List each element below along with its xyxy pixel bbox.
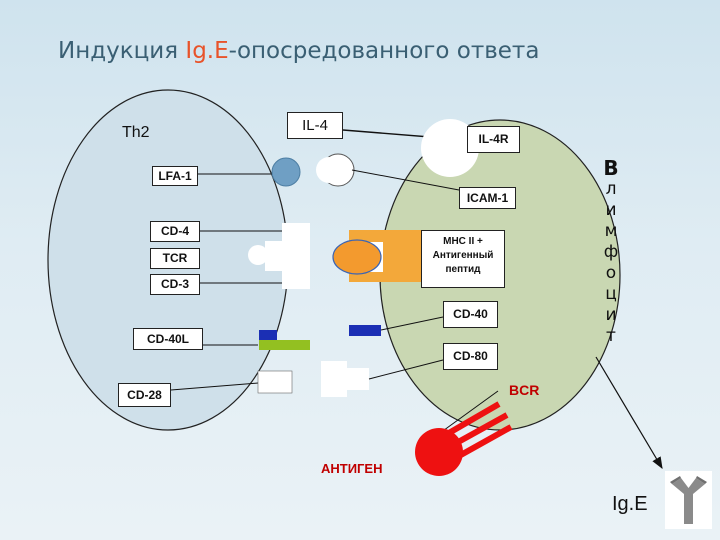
vertical-letter: м — [596, 221, 626, 242]
vertical-letter: ц — [596, 284, 626, 305]
cd4-block — [282, 223, 310, 289]
vertical-letter: и — [596, 305, 626, 326]
cd40l-bar — [259, 340, 310, 350]
cd80-label: CD-80 — [443, 343, 498, 370]
icam1-label: ICAM-1 — [459, 187, 516, 209]
vertical-letter: л — [596, 179, 626, 200]
vertical-letter: и — [596, 200, 626, 221]
tcr-block — [265, 241, 285, 271]
bcr-label: BCR — [509, 382, 539, 398]
icam1-core — [316, 157, 342, 183]
cd40l-label: CD-40L — [133, 328, 203, 350]
vertical-letter: ф — [596, 242, 626, 263]
ige-label: Ig.E — [612, 493, 648, 516]
tcr-label: TCR — [150, 248, 200, 269]
il4-label: IL-4 — [287, 112, 343, 139]
vertical-letter: т — [596, 326, 626, 347]
differentiation-arrow — [596, 357, 662, 468]
th2-label: Th2 — [122, 124, 150, 142]
vertical-letter: о — [596, 263, 626, 284]
antigen-label: АНТИГЕН — [321, 461, 383, 476]
cd28-block — [258, 371, 292, 393]
antigen-circle — [415, 428, 463, 476]
lfa1-label: LFA-1 — [152, 166, 198, 186]
cd28-label: CD-28 — [118, 383, 171, 407]
cd4-label: CD-4 — [150, 221, 200, 242]
il4r-label: IL-4R — [467, 126, 520, 153]
cd80-block-side — [339, 368, 369, 390]
cd40l-cap — [259, 330, 277, 340]
mhc-label: MHC II + Антигенный пептид — [421, 230, 505, 288]
cd3-label: CD-3 — [150, 274, 200, 295]
vertical-letter: В — [596, 158, 626, 179]
lfa1-dot — [272, 158, 300, 186]
antigen-peptide — [333, 240, 381, 274]
tcr-tip — [248, 245, 268, 265]
cd40-bar — [349, 325, 381, 336]
cd40-label: CD-40 — [443, 301, 498, 328]
